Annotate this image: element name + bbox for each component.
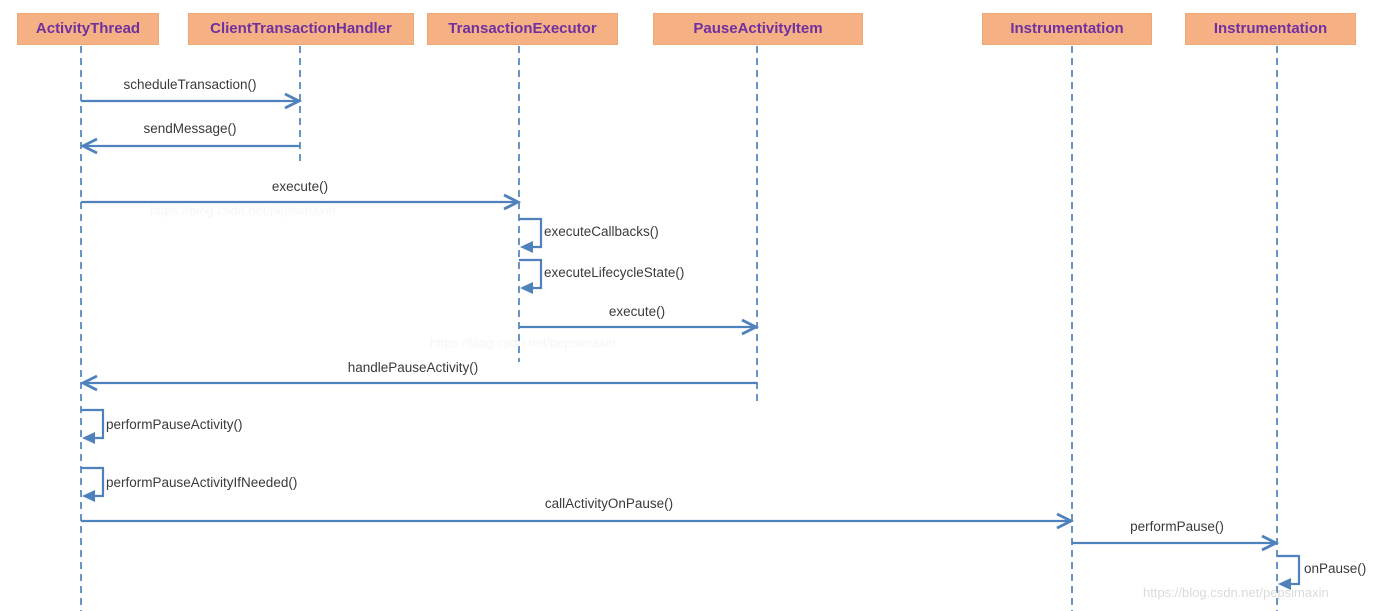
selfloop-performpauseactivity xyxy=(81,408,105,440)
message-label-onpause: onPause() xyxy=(1304,561,1367,576)
participant-transactionexecutor: TransactionExecutor xyxy=(427,13,618,45)
arrowhead-right-icon xyxy=(1056,512,1075,530)
arrowhead-self-icon xyxy=(520,241,533,253)
message-label-handlepauseactivity: handlePauseActivity() xyxy=(347,360,479,375)
arrowhead-self-icon xyxy=(1278,578,1291,590)
participant-pauseactivityitem: PauseActivityItem xyxy=(653,13,863,45)
participant-instrumentation-1: Instrumentation xyxy=(982,13,1152,45)
message-label-sendmessage: sendMessage() xyxy=(143,121,237,136)
message-label-executelifecyclestate: executeLifecycleState() xyxy=(544,265,685,280)
faint-watermark: https://blog.csdn.net/pepsimaxin xyxy=(150,203,336,218)
message-label-performpauseactivity: performPauseActivity() xyxy=(106,417,243,432)
arrowhead-self-icon xyxy=(82,490,95,502)
arrowhead-left-icon xyxy=(79,374,98,392)
message-label-scheduletransaction: scheduleTransaction() xyxy=(123,77,257,92)
participant-clienttransactionhandler: ClientTransactionHandler xyxy=(188,13,414,45)
arrowhead-right-icon xyxy=(503,193,522,211)
participant-activitythread: ActivityThread xyxy=(17,13,159,45)
arrowhead-left-icon xyxy=(79,137,98,155)
arrowhead-self-icon xyxy=(520,282,533,294)
message-label-callactivityonpause: callActivityOnPause() xyxy=(544,496,674,511)
arrowhead-right-icon xyxy=(284,92,303,110)
arrowhead-right-icon xyxy=(741,318,760,336)
faint-watermark: https://blog.csdn.net/pepsimaxin xyxy=(430,335,616,350)
message-label-executecallbacks: executeCallbacks() xyxy=(544,224,659,239)
watermark-url: https://blog.csdn.net/pepsimaxin xyxy=(1143,585,1329,600)
message-label-execute-2: execute() xyxy=(608,304,666,319)
participant-instrumentation-2: Instrumentation xyxy=(1185,13,1356,45)
message-label-performpauseactivityifneeded: performPauseActivityIfNeeded() xyxy=(106,475,298,490)
selfloop-performpauseactivityifneeded xyxy=(81,466,105,498)
arrowhead-right-icon xyxy=(1261,534,1280,552)
arrowhead-self-icon xyxy=(82,432,95,444)
message-label-performpause: performPause() xyxy=(1130,519,1224,534)
message-label-execute-1: execute() xyxy=(271,179,329,194)
selfloop-executecallbacks xyxy=(519,217,543,249)
selfloop-onpause xyxy=(1277,554,1301,586)
selfloop-executelifecyclestate xyxy=(519,258,543,290)
